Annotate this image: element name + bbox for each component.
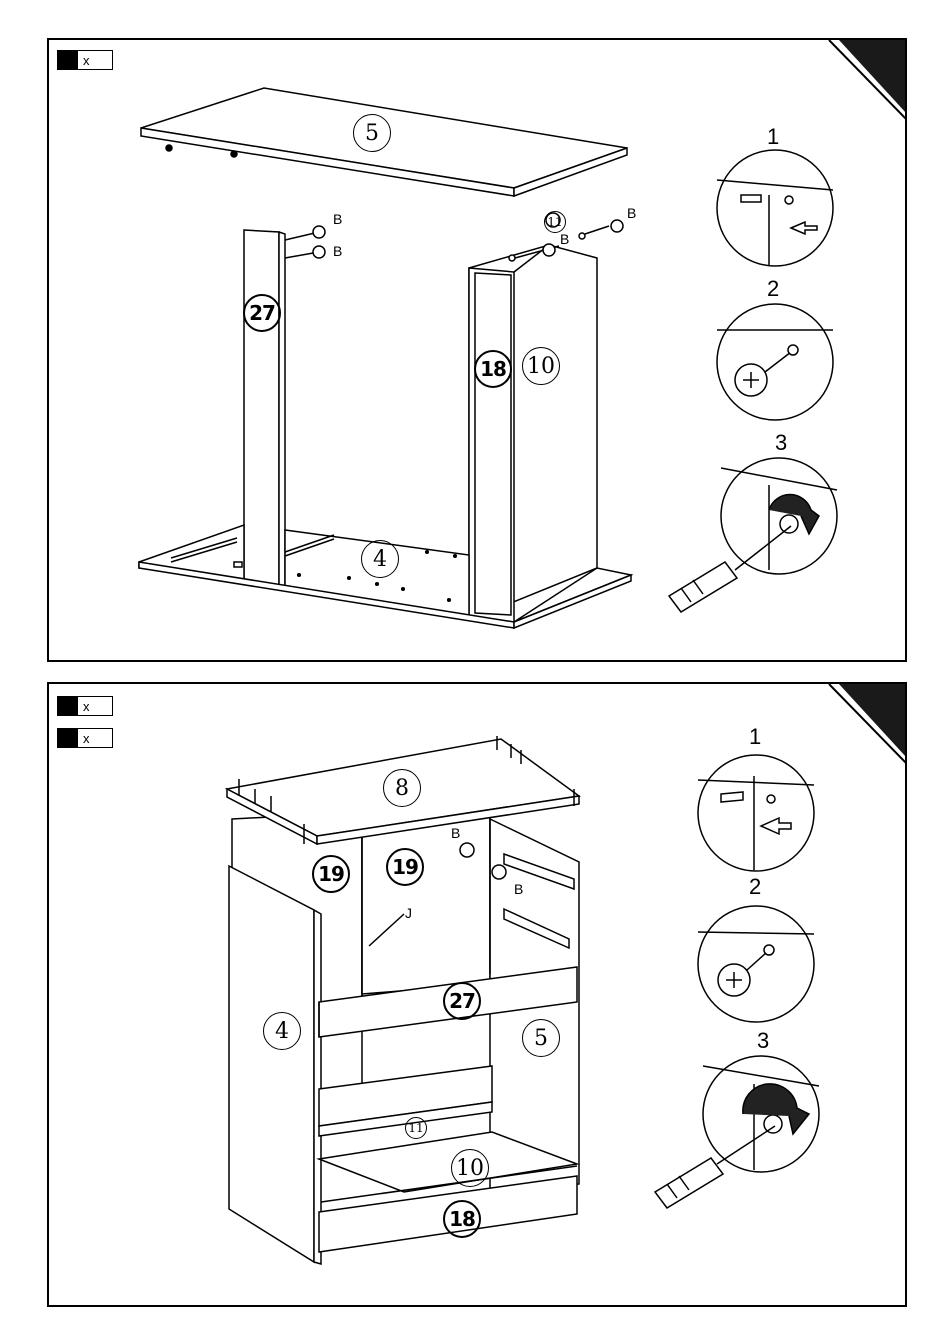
detail-circle-1 [717,150,833,266]
part-label-rail-middle: 11 [405,1117,427,1139]
part-label-plinth: 18 [443,1200,481,1238]
step-number-3: 3 [775,432,787,454]
part-label-side-right: 5 [522,1019,560,1057]
step-number-1: 1 [767,126,779,148]
quantity-text: x [83,700,90,713]
back-panel-label: J [405,906,412,920]
part-swatch [58,729,78,747]
quantity-text: x [83,732,90,745]
detail-circle-3 [655,1056,819,1208]
corner-marker [839,40,907,114]
quantity-box-2: x [57,728,113,748]
quantity-box: x [57,50,113,70]
fitting-label: B [514,882,523,896]
part-label-shelf: 10 [451,1149,489,1187]
part-label-side-panel: 10 [522,347,560,385]
fitting-label: B [560,232,569,246]
quantity-text: x [83,54,90,67]
part-label-rail-upper: 27 [443,982,481,1020]
corner-marker [839,684,907,758]
part-swatch [58,697,78,715]
part-label-back-right: 19 [386,848,424,886]
part-label-top-board: 5 [353,114,391,152]
fitting-label: B [627,206,636,220]
assembly-step-panel-2: x x 8 19 19 4 5 27 11 10 18 B B J 1 2 3 [47,682,907,1307]
part-label-bottom-board: 4 [361,540,399,578]
part-label-rail-small: 11 [544,211,566,233]
fitting-label: B [333,212,342,226]
part-label-back-left: 19 [312,855,350,893]
part-label-top-board: 8 [383,769,421,807]
step-number-3: 3 [757,1030,769,1052]
fitting-label: B [451,826,460,840]
side-panel-drawing [469,226,609,622]
assembly-step-panel-1: x 5 27 18 10 11 4 B B B B 1 2 3 [47,38,907,662]
step-number-2: 2 [749,876,761,898]
part-swatch [58,51,78,69]
cabinet-drawing [227,736,579,1264]
detail-circle-1 [698,755,814,871]
detail-circle-3 [669,458,837,612]
step-number-2: 2 [767,278,779,300]
detail-circle-2 [698,906,814,1022]
detail-circle-2 [717,304,833,420]
cam-fittings [313,213,623,258]
step-number-1: 1 [749,726,761,748]
part-label-side-left: 4 [263,1012,301,1050]
quantity-box-1: x [57,696,113,716]
part-label-front-post: 18 [474,350,512,388]
part-label-left-post: 27 [243,294,281,332]
fitting-label: B [333,244,342,258]
